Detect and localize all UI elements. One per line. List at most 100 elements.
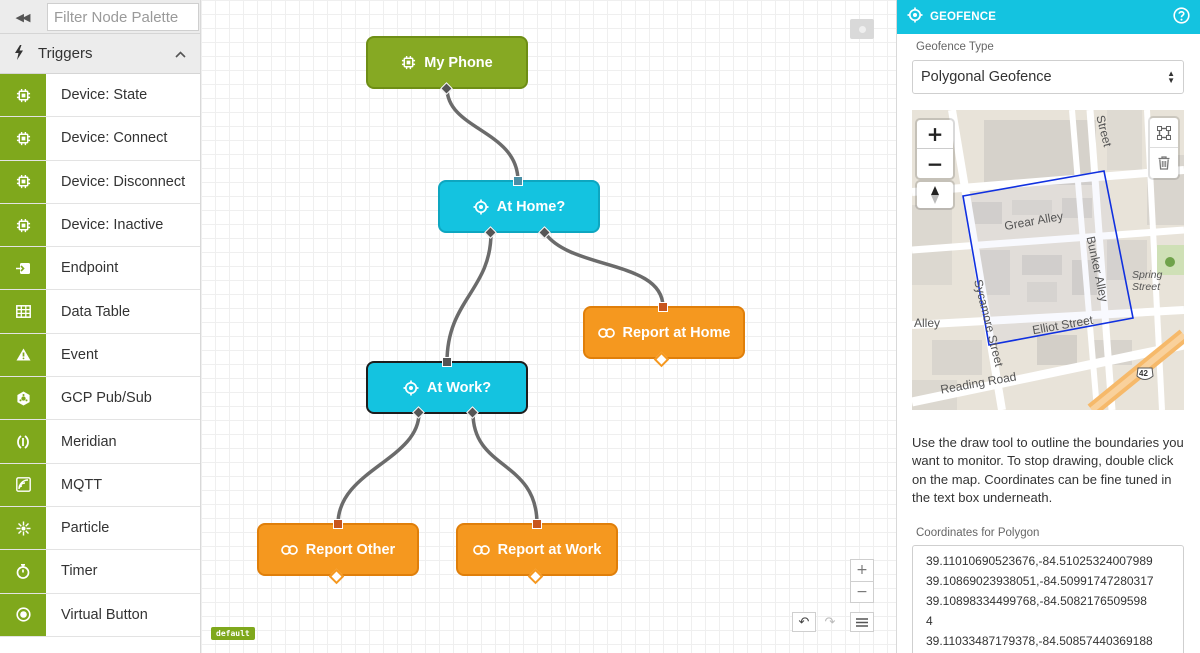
palette-item-label: Particle — [61, 520, 110, 537]
target-icon — [403, 380, 419, 396]
node-label: Report Other — [305, 541, 396, 558]
particle-icon — [0, 506, 46, 550]
category-triggers[interactable]: Triggers — [0, 34, 200, 74]
coordinate-line: 39.11010690523676,-84.51025324007989 — [926, 554, 1153, 568]
street-label: Spring Street — [1132, 269, 1163, 293]
table-icon — [0, 290, 46, 333]
map-tiles — [912, 110, 1184, 410]
workflow-canvas[interactable]: My Phone At Home? Report at Home At Work… — [201, 0, 896, 653]
zoom-in-button[interactable]: + — [851, 560, 873, 582]
node-label: Report at Home — [622, 324, 731, 341]
palette-item-endpoint[interactable]: Endpoint — [0, 247, 200, 291]
palette-item-gcp-pub-sub[interactable]: GCP Pub/Sub — [0, 377, 200, 421]
map-zoom-out-button[interactable]: − — [926, 151, 944, 176]
node-label: At Work? — [426, 379, 492, 396]
palette-item-data-table[interactable]: Data Table — [0, 290, 200, 334]
palette-item-label: MQTT — [61, 476, 103, 493]
street-label: Alley — [914, 316, 941, 330]
palette-item-label: Data Table — [61, 303, 131, 320]
version-badge: default — [211, 627, 255, 640]
input-port[interactable] — [442, 357, 452, 367]
palette-toolbar: ◀◀ — [0, 0, 200, 34]
link-icon — [472, 544, 490, 555]
stopwatch-icon — [0, 550, 46, 593]
input-port[interactable] — [532, 519, 542, 529]
zoom-out-button[interactable]: − — [856, 583, 868, 600]
canvas-settings-button[interactable] — [850, 19, 874, 39]
bolt-icon — [14, 44, 34, 63]
map-zoom-controls: + − — [917, 120, 953, 178]
input-port[interactable] — [658, 302, 668, 312]
palette-item-particle[interactable]: Particle — [0, 506, 200, 551]
compass-icon — [917, 182, 953, 208]
mqtt-icon — [0, 463, 46, 506]
zoom-controls: + − — [850, 559, 874, 603]
coordinates-textarea[interactable]: 39.11010690523676,-84.51025324007989 39.1… — [912, 545, 1184, 653]
input-port[interactable] — [333, 519, 343, 529]
wire-atwork-reportother — [336, 412, 421, 525]
palette-item-label: Virtual Button — [61, 606, 148, 623]
node-at-home[interactable]: At Home? — [438, 180, 600, 233]
node-label: Report at Work — [497, 541, 602, 558]
target-icon — [473, 199, 489, 215]
palette-item-label: Device: State — [61, 87, 148, 104]
target-icon — [907, 7, 923, 27]
collapse-palette-button[interactable]: ◀◀ — [15, 10, 31, 24]
node-label: At Home? — [496, 198, 566, 215]
geofence-type-select[interactable]: Polygonal Geofence ▲▼ — [912, 60, 1184, 94]
wire-athome-reporthome — [543, 231, 665, 308]
palette-item-label: Device: Connect — [61, 130, 168, 147]
trash-icon — [1158, 156, 1170, 170]
node-report-at-home[interactable]: Report at Home — [583, 306, 745, 359]
input-port[interactable] — [513, 176, 523, 186]
node-report-at-work[interactable]: Report at Work — [456, 523, 618, 576]
chevron-up-icon[interactable] — [175, 46, 186, 61]
chip-icon — [0, 117, 46, 160]
map-zoom-in-button[interactable]: + — [917, 120, 953, 149]
highway-label: 42 — [1139, 369, 1148, 378]
canvas-menu-button[interactable] — [850, 612, 874, 632]
help-icon[interactable] — [1173, 6, 1190, 28]
palette-item-meridian[interactable]: Meridian — [0, 420, 200, 464]
palette-item-timer[interactable]: Timer — [0, 550, 200, 594]
palette-item-device-connect[interactable]: Device: Connect — [0, 117, 200, 161]
wire-myphone-athome — [445, 87, 520, 182]
palette-item-event[interactable]: Event — [0, 333, 200, 378]
panel-header: GEOFENCE — [897, 0, 1200, 34]
coords-label: Coordinates for Polygon — [916, 527, 1040, 539]
map-compass-button[interactable] — [917, 182, 953, 208]
node-label: My Phone — [424, 54, 493, 71]
delete-shape-button[interactable] — [1150, 148, 1178, 178]
chip-icon — [0, 160, 46, 203]
draw-polygon-button[interactable] — [1150, 118, 1178, 148]
palette-item-label: GCP Pub/Sub — [61, 390, 152, 407]
select-arrows-icon: ▲▼ — [1167, 69, 1175, 85]
palette-item-device-state[interactable]: Device: State — [0, 74, 200, 118]
link-icon — [280, 544, 298, 555]
node-report-other[interactable]: Report Other — [257, 523, 419, 576]
palette-item-virtual-button[interactable]: Virtual Button — [0, 593, 200, 637]
palette-item-label: Device: Inactive — [61, 217, 164, 234]
palette-item-device-inactive[interactable]: Device: Inactive — [0, 203, 200, 248]
connection-wires — [336, 87, 665, 525]
undo-button[interactable]: ↶ — [792, 612, 816, 632]
geofence-map[interactable]: Grear Alley Bunker Alley Elliot Street S… — [912, 110, 1184, 410]
palette-item-device-disconnect[interactable]: Device: Disconnect — [0, 160, 200, 204]
radio-button-icon — [0, 593, 46, 636]
node-my-phone[interactable]: My Phone — [366, 36, 528, 89]
panel-title: GEOFENCE — [930, 11, 997, 23]
wire-athome-atwork — [445, 232, 493, 363]
palette-item-label: Timer — [61, 563, 98, 580]
meridian-icon — [0, 420, 46, 463]
redo-button[interactable]: ↷ — [824, 614, 836, 630]
node-at-work[interactable]: At Work? — [366, 361, 528, 414]
palette-item-mqtt[interactable]: MQTT — [0, 463, 200, 507]
properties-panel: GEOFENCE Geofence Type Polygonal Geofenc… — [896, 0, 1200, 653]
filter-node-palette-input[interactable] — [47, 3, 199, 31]
geofence-type-label: Geofence Type — [916, 41, 994, 53]
palette-item-label: Endpoint — [61, 260, 119, 277]
wire-atwork-reportwork — [471, 412, 539, 525]
coordinate-line: 39.10898334499768,-84.5082176509598 — [926, 594, 1147, 608]
